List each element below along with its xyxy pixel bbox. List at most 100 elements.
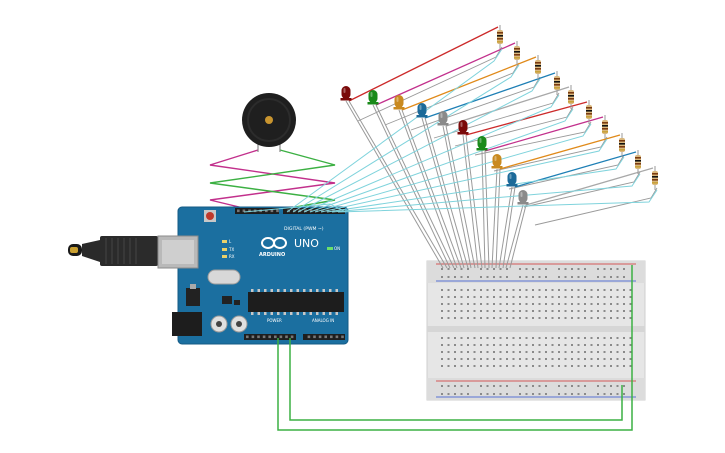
- breadboard-hole: [538, 296, 541, 298]
- breadboard-hole: [441, 303, 443, 305]
- led-highlight: [479, 138, 482, 143]
- led-leg: [481, 150, 486, 269]
- led-body: [341, 86, 351, 99]
- resistor[interactable]: [635, 150, 641, 174]
- resistor[interactable]: [554, 71, 560, 95]
- breadboard-hole: [506, 289, 508, 291]
- breadboard-hole: [486, 365, 489, 367]
- chip-pin: [257, 289, 260, 292]
- led-leg: [375, 104, 455, 269]
- breadboard-hole: [545, 276, 547, 278]
- header-pin: [242, 209, 246, 213]
- breadboard-hole: [545, 296, 547, 298]
- breadboard-hole: [538, 385, 541, 387]
- breadboard-hole: [473, 358, 476, 360]
- resistor-band: [619, 143, 625, 145]
- breadboard-hole: [525, 268, 528, 270]
- breadboard-hole: [441, 276, 443, 278]
- breadboard-hole: [603, 385, 606, 387]
- resistor[interactable]: [619, 133, 625, 157]
- breadboard-hole: [584, 296, 586, 298]
- resistor-band: [535, 65, 541, 67]
- breadboard-hole: [564, 276, 567, 278]
- buzzer[interactable]: [242, 93, 296, 152]
- resistor-return-wire: [508, 154, 625, 190]
- resistor-band: [568, 92, 574, 94]
- resistor[interactable]: [568, 85, 574, 109]
- header-pin: [246, 335, 249, 339]
- led[interactable]: [437, 111, 449, 126]
- breadboard-hole: [480, 337, 482, 339]
- breadboard-hole: [623, 276, 625, 278]
- led-leg: [495, 168, 501, 269]
- breadboard-hole: [616, 358, 619, 360]
- resistor[interactable]: [535, 55, 541, 79]
- resistor[interactable]: [602, 115, 608, 139]
- breadboard-hole: [616, 276, 619, 278]
- breadboard-hole: [454, 289, 456, 291]
- breadboard-hole: [577, 344, 580, 346]
- breadboard-hole: [467, 393, 469, 395]
- breadboard-hole: [629, 303, 632, 305]
- resistor[interactable]: [514, 41, 520, 65]
- led[interactable]: [491, 154, 503, 169]
- led[interactable]: [416, 103, 428, 118]
- breadboard-hole: [473, 351, 476, 353]
- breadboard-hole: [610, 351, 612, 353]
- chip-pin: [251, 312, 254, 315]
- breadboard-hole: [564, 385, 567, 387]
- breadboard-hole: [480, 385, 482, 387]
- led[interactable]: [340, 86, 352, 101]
- breadboard-hole: [493, 296, 495, 298]
- led[interactable]: [367, 90, 379, 105]
- led-highlight: [440, 113, 443, 118]
- breadboard-hole: [629, 296, 632, 298]
- resistor[interactable]: [652, 166, 658, 190]
- led[interactable]: [476, 136, 488, 151]
- breadboard-hole: [467, 385, 469, 387]
- led[interactable]: [517, 190, 529, 205]
- breadboard[interactable]: [426, 260, 646, 401]
- breadboard-hole: [571, 365, 573, 367]
- reset-button[interactable]: [206, 212, 214, 220]
- breadboard-hole: [447, 317, 450, 319]
- resistor-return-wire: [523, 171, 641, 208]
- breadboard-hole: [584, 276, 586, 278]
- usb-plug: [100, 236, 158, 266]
- breadboard-hole: [603, 303, 606, 305]
- power-jack: [172, 312, 202, 336]
- breadboard-hole: [558, 268, 560, 270]
- breadboard-hole: [623, 289, 625, 291]
- breadboard-hole: [532, 351, 534, 353]
- breadboard-hole: [545, 385, 547, 387]
- breadboard-hole: [538, 344, 541, 346]
- breadboard-hole: [551, 289, 554, 291]
- capacitor-top: [216, 321, 222, 327]
- resistor-band: [535, 71, 541, 73]
- led[interactable]: [506, 172, 518, 187]
- led[interactable]: [393, 95, 405, 110]
- breadboard-hole: [610, 276, 612, 278]
- breadboard-hole: [454, 351, 456, 353]
- resistor-band: [514, 57, 520, 59]
- breadboard-hole: [603, 289, 606, 291]
- breadboard-hole: [467, 303, 469, 305]
- led-leg: [348, 100, 448, 269]
- analog-label: ANALOG IN: [312, 318, 334, 323]
- led-leg: [372, 104, 451, 269]
- breadboard-hole: [577, 268, 580, 270]
- resistor[interactable]: [497, 25, 503, 49]
- arduino-board[interactable]: DIGITAL (PWM ~) ARDUINO UNO L TX RX ON: [157, 206, 349, 345]
- breadboard-hole: [551, 310, 554, 312]
- breadboard-hole: [519, 276, 521, 278]
- header-pin: [268, 335, 271, 339]
- breadboard-hole: [460, 289, 463, 291]
- breadboard-hole: [603, 317, 606, 319]
- led-highlight: [419, 105, 422, 110]
- chip-pin: [283, 312, 286, 315]
- led-resistor-wire: [401, 56, 537, 111]
- breadboard-hole: [441, 296, 443, 298]
- led[interactable]: [457, 120, 469, 135]
- resistor-band: [535, 68, 541, 70]
- resistor[interactable]: [586, 100, 592, 124]
